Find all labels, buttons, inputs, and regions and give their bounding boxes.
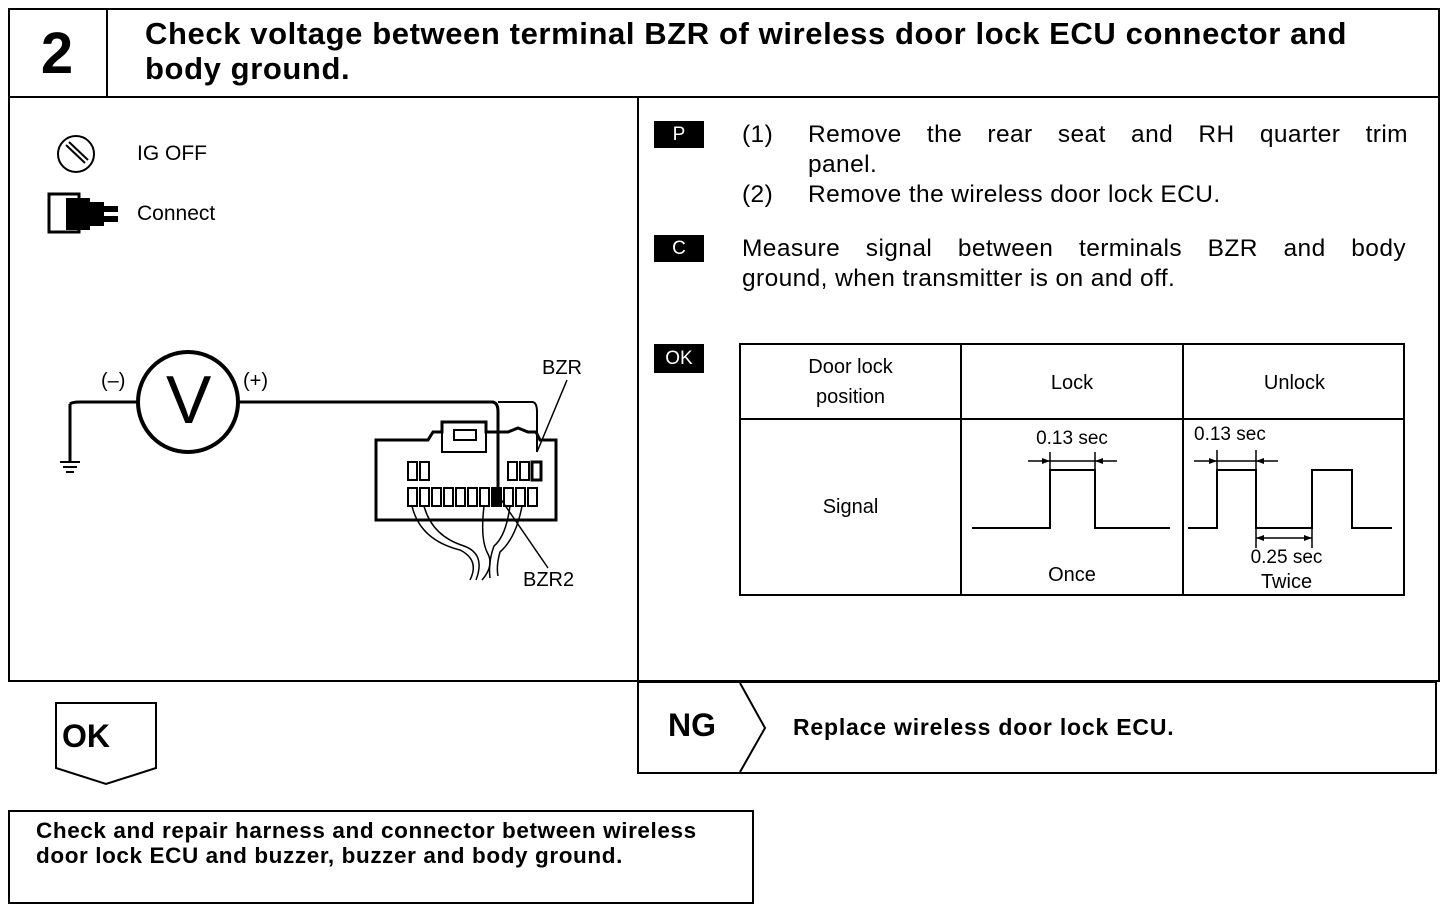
- table-header-position-line1: Door lock: [808, 356, 893, 378]
- voltmeter-circuit-diagram: [60, 350, 568, 581]
- ig-off-label: IG OFF: [137, 142, 207, 165]
- voltmeter-symbol: V: [166, 362, 212, 438]
- unlock-waveform: [1188, 450, 1392, 548]
- unlock-gap: 0.25 sec: [1250, 547, 1323, 568]
- ignition-off-icon: [57, 135, 95, 173]
- prep-step-2-line1: Remove the wireless door lock ECU.: [808, 181, 1221, 208]
- signal-table: [739, 343, 1405, 596]
- prep-step-2-number: (2): [742, 181, 774, 208]
- ok-tag: OK: [654, 344, 704, 373]
- ng-chevron: [739, 682, 767, 773]
- connect-label: Connect: [137, 202, 216, 225]
- table-header-lock: Lock: [1050, 372, 1094, 394]
- connector-icon: [47, 192, 118, 234]
- check-line1: Measure signal between terminals BZR and…: [742, 235, 1406, 262]
- ok-action-text: Check and repair harness and connector b…: [36, 818, 697, 868]
- positive-lead-label: (+): [243, 370, 268, 392]
- table-row-signal-label: Signal: [822, 496, 879, 518]
- unlock-pulse-width: 0.13 sec: [1194, 424, 1266, 445]
- table-header-position-line2: position: [816, 386, 885, 408]
- prep-step-1-line2: panel.: [808, 151, 878, 178]
- prep-tag: P: [654, 121, 704, 148]
- ng-action-text: Replace wireless door lock ECU.: [793, 714, 1175, 740]
- lock-caption: Once: [1048, 564, 1096, 586]
- ok-result-arrow: [55, 702, 157, 786]
- table-header-unlock: Unlock: [1263, 372, 1326, 394]
- prep-step-1-line1: Remove the rear seat and RH quarter trim: [808, 121, 1408, 148]
- terminal-bzr-label: BZR: [542, 357, 582, 379]
- lock-pulse-width: 0.13 sec: [1036, 428, 1108, 449]
- unlock-caption: Twice: [1260, 571, 1313, 593]
- check-line2: ground, when transmitter is on and off.: [742, 265, 1176, 292]
- ng-result-box: [637, 681, 1437, 774]
- step-number: 2: [8, 8, 108, 98]
- column-divider: [637, 97, 639, 773]
- ok-action-box: [8, 810, 754, 904]
- table-row-divider: [739, 418, 1405, 420]
- terminal-bzr2-label: BZR2: [523, 569, 575, 591]
- table-col-divider-2: [1182, 343, 1184, 596]
- ng-result-label: NG: [668, 707, 716, 743]
- ok-result-label: OK: [62, 718, 110, 754]
- lock-waveform: [972, 452, 1170, 529]
- step-title: Check voltage between terminal BZR of wi…: [145, 16, 1347, 86]
- check-tag: C: [654, 235, 704, 262]
- prep-step-1-number: (1): [742, 121, 774, 148]
- table-col-divider-1: [960, 343, 962, 596]
- negative-lead-label: (–): [101, 370, 126, 392]
